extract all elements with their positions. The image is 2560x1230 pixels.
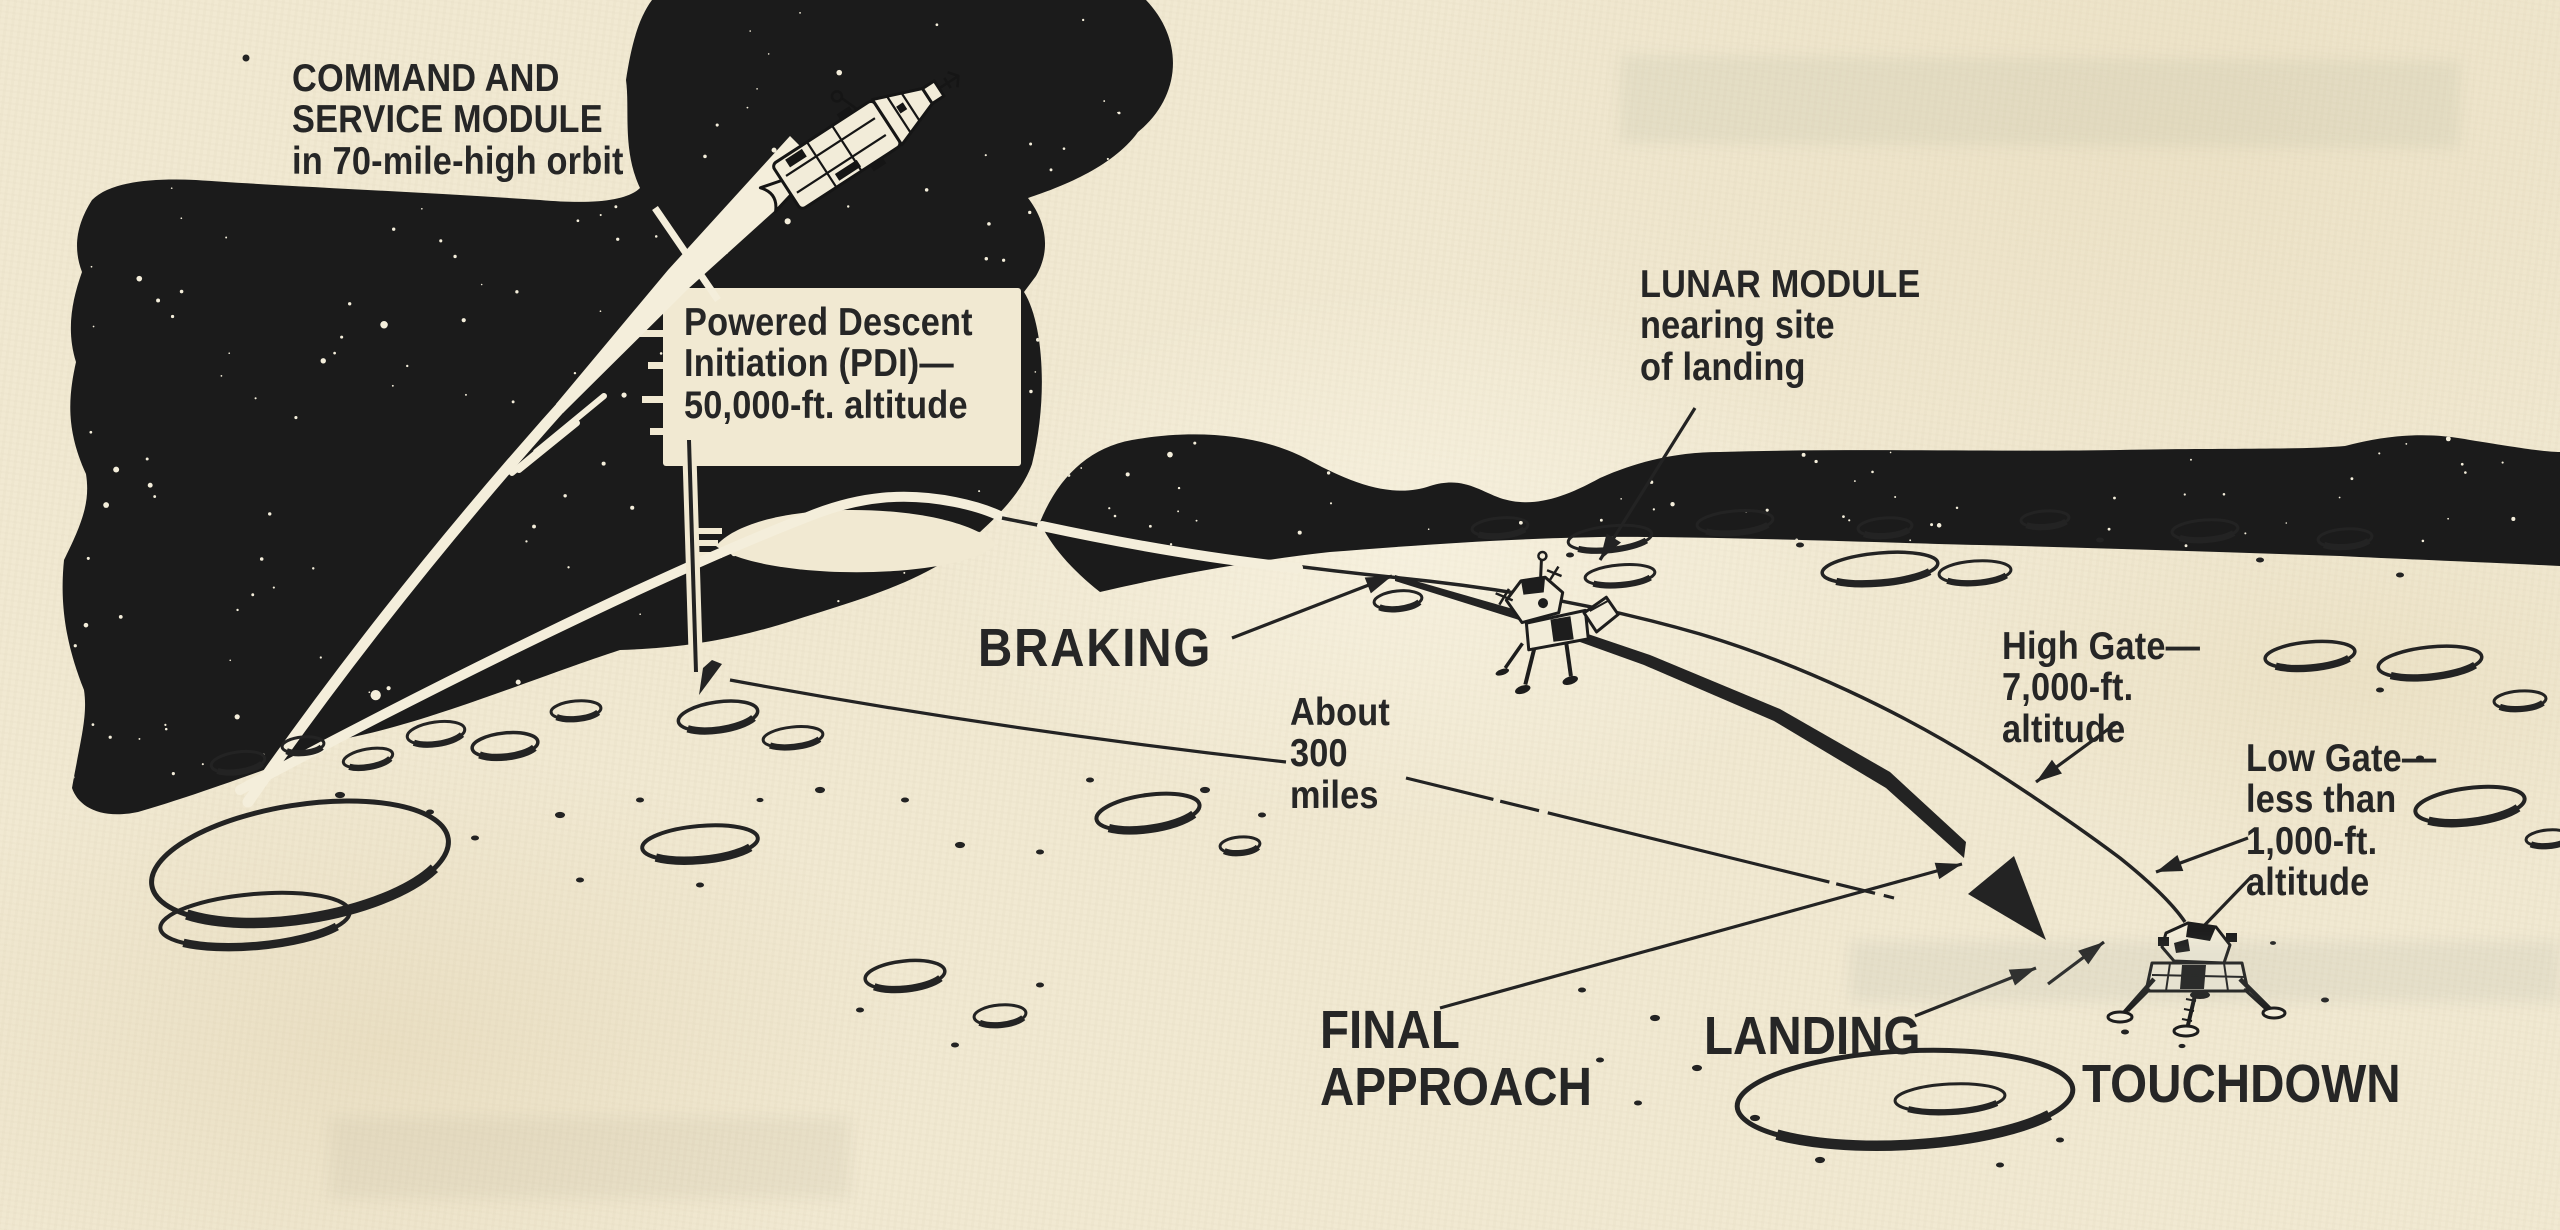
powered-descent-path bbox=[1395, 575, 2046, 940]
command-service-module-illustration bbox=[758, 70, 960, 213]
touchdown-label: TOUCHDOWN bbox=[2082, 1054, 2401, 1114]
pdi-orbit-leader bbox=[652, 206, 721, 302]
print-fleck bbox=[242, 54, 250, 62]
csm-label: COMMAND AND SERVICE MODULE in 70-mile-hi… bbox=[292, 57, 624, 183]
high-gate-label: High Gate— 7,000-ft. altitude bbox=[2002, 625, 2201, 751]
csm-plume bbox=[509, 136, 822, 476]
descent-arc-white-over-mountain bbox=[1037, 521, 1303, 573]
distance-measure-line-left bbox=[729, 678, 1287, 764]
pdi-altitude-marker bbox=[682, 439, 722, 695]
braking-arrow bbox=[1231, 574, 1393, 640]
pdi-label: Powered Descent Initiation (PDI)— 50,000… bbox=[684, 301, 973, 427]
low-gate-leader-2 bbox=[2196, 874, 2254, 934]
lunar-module-descending-illustration bbox=[1495, 550, 1620, 695]
lunar-module-landed-illustration bbox=[2106, 921, 2287, 1038]
final-approach-label: FINAL APPROACH bbox=[1320, 1000, 1592, 1117]
leader-lines bbox=[729, 407, 2254, 1018]
space-starfield bbox=[62, 0, 1173, 815]
low-gate-label: Low Gate— less than 1,000-ft. altitude bbox=[2246, 737, 2437, 904]
craters bbox=[146, 507, 2560, 1168]
distance-label: About 300 miles bbox=[1290, 691, 1390, 817]
distance-measure-line-right bbox=[1405, 776, 1895, 900]
lunar-module-label: LUNAR MODULE nearing site of landing bbox=[1640, 263, 1921, 389]
landing-arrowhead bbox=[1968, 856, 2046, 940]
final-approach-leader bbox=[1439, 862, 1963, 1010]
lunar-module-leader bbox=[1598, 407, 1697, 561]
landing-label: LANDING bbox=[1704, 1006, 1921, 1066]
braking-label: BRAKING bbox=[978, 618, 1213, 678]
lunar-mountains bbox=[1040, 434, 2560, 592]
descent-arc-white-left bbox=[235, 491, 1007, 795]
